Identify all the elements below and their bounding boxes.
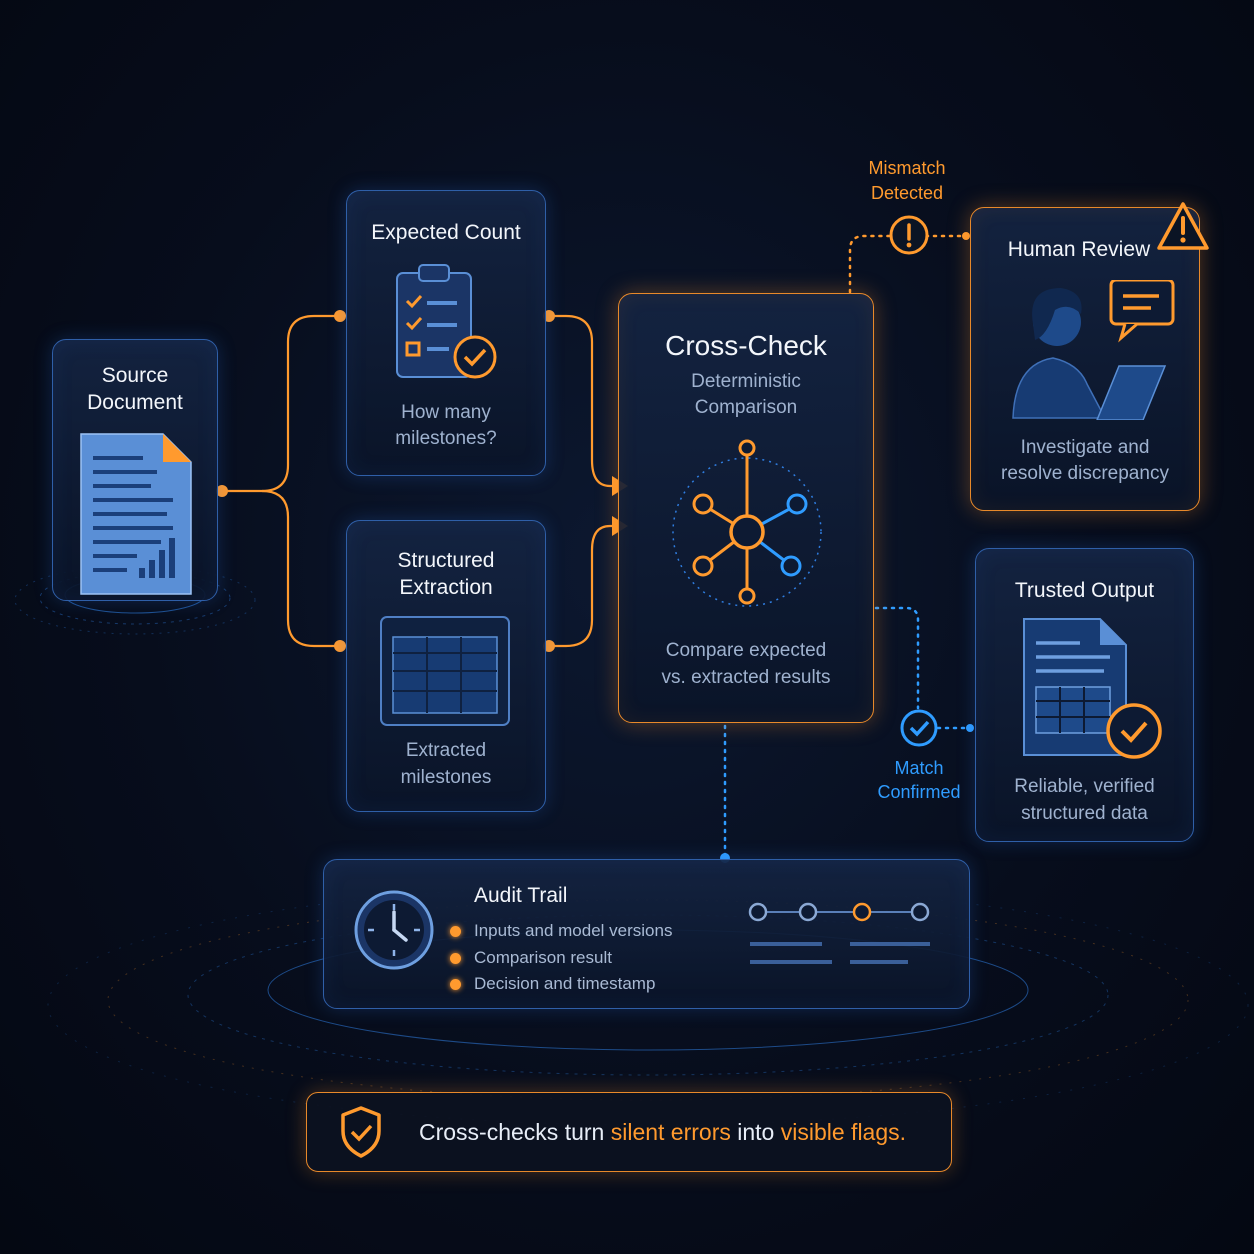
shield-check-icon [341,1106,381,1158]
check-circle-icon [900,709,938,747]
output-title: Trusted Output [1014,579,1155,602]
expected-desc-1: How many [401,402,491,423]
audit-title: Audit Trail [474,884,568,907]
warning-triangle-icon [1157,202,1209,250]
person-laptop-icon [1012,280,1175,420]
table-grid-icon [380,616,510,726]
review-title: Human Review [1007,238,1151,261]
network-hub-icon [672,439,822,607]
crosscheck-title: Cross-Check [665,330,827,361]
takeaway-banner: Cross-checks turn silent errors into vis… [306,1092,952,1172]
review-desc-2: resolve discrepancy [1001,463,1169,484]
output-desc-1: Reliable, verified [1014,776,1155,797]
mismatch-label-1: Mismatch [868,158,946,178]
trusted-output-card[interactable]: Trusted Output Reliable, verified struct… [975,548,1194,842]
verified-document-icon [1023,618,1162,759]
human-review-card[interactable]: Human Review Investigate and resolve dis… [970,207,1200,511]
mismatch-path [848,234,968,294]
output-desc-2: structured data [1021,803,1148,824]
extraction-desc-2: milestones [400,767,492,788]
match-label-2: Confirmed [877,782,961,802]
audit-ripple [47,884,1249,1126]
banner-text: Cross-checks turn silent errors into vis… [419,1119,907,1145]
clipboard-checklist-icon [396,264,497,379]
source-title-1: Source [101,364,169,387]
crosscheck-subtitle-1: Deterministic [691,371,801,392]
audit-item: Decision and timestamp [450,973,655,995]
match-label-1: Match [894,758,944,778]
extraction-title-1: Structured [397,549,495,572]
extraction-title-2: Extraction [399,576,493,599]
audit-item: Comparison result [450,947,612,969]
extraction-desc-1: Extracted [405,740,487,761]
timeline-icon [748,902,930,964]
audit-trail-card[interactable]: Audit Trail Inputs and model versions Co… [323,859,970,1009]
crosscheck-subtitle-2: Comparison [694,397,798,418]
audit-item: Inputs and model versions [450,920,672,942]
cross-check-card[interactable]: Cross-Check Deterministic Comparison Com… [618,293,874,723]
expected-desc-2: milestones? [395,428,497,449]
connector-dots [216,310,555,652]
expected-count-card[interactable]: Expected Count How many milestones? [346,190,546,476]
match-path [723,606,972,860]
source-document-card[interactable]: Source Document [52,339,218,601]
clock-icon [354,890,434,970]
crosscheck-desc-2: vs. extracted results [661,667,831,688]
structured-extraction-card[interactable]: Structured Extraction Extracted mileston… [346,520,546,812]
crosscheck-desc-1: Compare expected [665,640,827,661]
alert-circle-icon [889,215,929,255]
review-desc-1: Investigate and [1020,437,1150,458]
expected-title: Expected Count [371,221,521,244]
source-title-2: Document [87,391,183,414]
mismatch-label-2: Detected [870,183,944,203]
document-chart-icon [80,433,192,595]
flow-connectors [222,314,628,648]
